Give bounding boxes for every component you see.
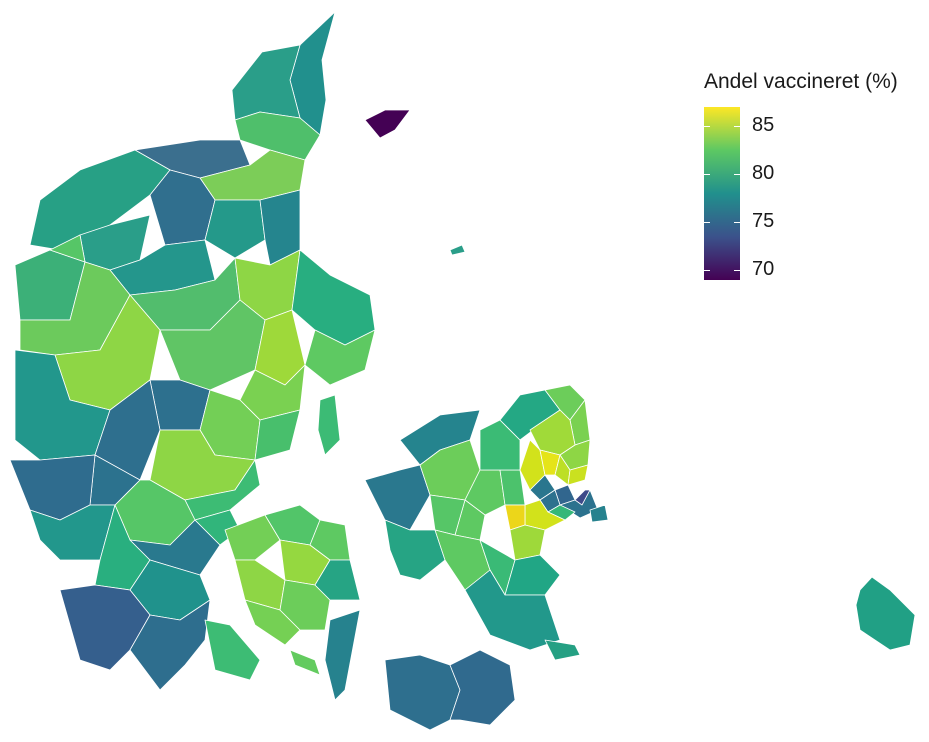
legend-colorbar	[704, 107, 740, 280]
legend-tick-mark	[734, 270, 740, 272]
municipality-norddjurs	[291, 249, 376, 346]
municipality-aabenraa	[129, 599, 211, 691]
legend-tick-label: 85	[752, 114, 775, 137]
municipality-slagelse	[384, 519, 446, 581]
municipality-anholt	[449, 244, 466, 256]
municipality-assens	[234, 559, 286, 611]
legend-tick-label: 75	[752, 210, 775, 233]
legend-tick-mark	[704, 270, 710, 272]
municipality-koege	[509, 524, 546, 561]
legend-tick-mark	[734, 222, 740, 224]
municipality-moen	[544, 639, 581, 661]
municipality-frederiksberg	[574, 489, 591, 506]
municipality-hjoerring	[231, 44, 301, 121]
municipality-guldborgsund	[449, 649, 516, 726]
municipality-brande	[94, 379, 161, 481]
municipality-bornholm	[855, 576, 916, 651]
legend: Andel vaccineret (%) 85 80 75 70	[704, 70, 924, 280]
municipality-struer	[49, 234, 86, 263]
municipality-langeland	[324, 609, 361, 701]
municipality-broenderslev	[234, 111, 321, 161]
legend-tick-mark	[734, 126, 740, 128]
municipality-faaborg	[244, 599, 301, 646]
municipality-kalundborg	[364, 464, 431, 531]
legend-tick-label: 80	[752, 162, 775, 185]
municipality-odder	[254, 409, 301, 461]
legend-tick-mark	[704, 174, 710, 176]
legend-title: Andel vaccineret (%)	[704, 70, 898, 93]
municipality-samsoe	[317, 394, 341, 456]
legend-tick-mark	[704, 126, 710, 128]
municipality-nyborg	[314, 559, 361, 601]
municipality-stevns	[504, 554, 561, 596]
municipality-laesoe	[364, 109, 411, 139]
legend-tick-label: 70	[752, 258, 775, 281]
legend-tick-mark	[734, 174, 740, 176]
municipality-taarnby	[589, 504, 609, 523]
municipality-ikast	[149, 379, 211, 431]
municipality-aeroe	[289, 649, 321, 676]
municipality-vordingborg	[464, 569, 561, 651]
municipality-soenderborg	[204, 619, 261, 681]
legend-tick-mark	[704, 222, 710, 224]
municipality-hoersholm	[567, 464, 589, 486]
municipality-kerteminde	[309, 519, 351, 561]
municipality-middelfart	[224, 514, 281, 561]
municipality-lolland	[384, 654, 461, 731]
municipality-rebild	[204, 199, 266, 259]
